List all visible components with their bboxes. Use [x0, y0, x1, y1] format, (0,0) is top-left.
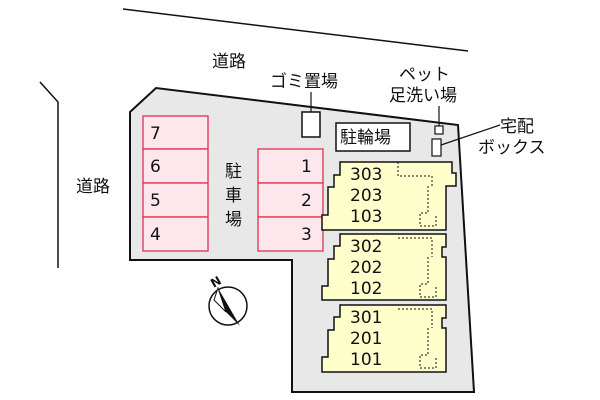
- parking-space-3: [257, 216, 324, 252]
- road-edge-top: [122, 8, 469, 52]
- parking-space-number: 7: [150, 124, 161, 144]
- delivery-box: [431, 138, 442, 157]
- road-edge-left: [39, 81, 59, 268]
- road-label-top: 道路: [212, 52, 246, 72]
- bicycle-parking-label: 駐輪場: [340, 128, 391, 148]
- pet-wash-label-line2: 足洗い場: [389, 86, 457, 106]
- unit-number: 301: [350, 308, 382, 328]
- parking-space-number: 3: [301, 225, 312, 245]
- parking-label-char-3: 場: [225, 210, 242, 230]
- parking-space-number: 6: [150, 157, 161, 177]
- building-block-1: 303 203 103: [321, 161, 457, 231]
- parking-space-5: [142, 182, 209, 218]
- bicycle-parking-area: [335, 122, 411, 152]
- building-outline: [321, 161, 457, 231]
- delivery-box-label-line2: ボックス: [478, 138, 546, 158]
- parking-space-4: [142, 216, 209, 252]
- unit-number: 202: [350, 258, 382, 278]
- pet-wash-station: [434, 125, 444, 135]
- building-block-3: 301 201 101: [321, 304, 447, 373]
- parking-label-char-2: 車: [225, 186, 242, 206]
- delivery-box-label-line1: 宅配: [500, 117, 534, 137]
- parking-spaces-right: 1 2 3: [257, 148, 324, 252]
- unit-number: 201: [350, 329, 382, 349]
- parking-label-char-1: 駐: [225, 162, 242, 182]
- pet-wash-label-line1: ペット: [399, 65, 450, 85]
- delivery-box-leader-line: [440, 124, 501, 146]
- building-outline: [321, 233, 447, 301]
- parking-space-1: [257, 148, 324, 184]
- building-balcony-dash: [398, 308, 437, 369]
- parking-space-number: 1: [301, 157, 312, 177]
- building-balcony-dash: [397, 162, 437, 227]
- parking-space-number: 4: [150, 225, 161, 245]
- north-arrow-icon: N: [208, 273, 248, 326]
- road-label-left: 道路: [76, 177, 110, 197]
- parking-spaces-left: 7 6 5 4: [142, 115, 209, 252]
- unit-number: 101: [350, 350, 382, 370]
- parking-space-number: 2: [301, 191, 312, 211]
- unit-number: 302: [350, 237, 382, 257]
- unit-number: 102: [350, 279, 382, 299]
- building-outline: [321, 304, 447, 373]
- unit-number: 303: [350, 165, 382, 185]
- unit-number: 103: [350, 207, 382, 227]
- unit-number: 203: [350, 186, 382, 206]
- garbage-area-label: ゴミ置場: [270, 71, 338, 92]
- north-arrow-needle-light: [213, 286, 227, 313]
- garbage-area: [301, 111, 321, 138]
- building-block-2: 302 202 102: [321, 233, 447, 301]
- parking-space-2: [257, 182, 324, 218]
- north-arrow-needle: [218, 288, 240, 326]
- building-balcony-dash: [398, 237, 437, 298]
- parking-space-number: 5: [150, 191, 161, 211]
